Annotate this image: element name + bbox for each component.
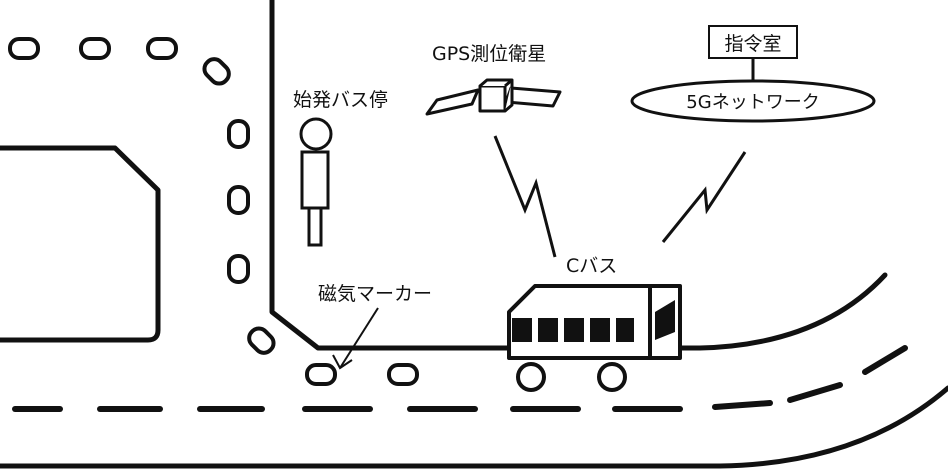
satellite-right-panel: [504, 86, 562, 108]
road-edge-lower: [0, 385, 948, 469]
wireless-signals: [493, 135, 747, 258]
bus-windows: [512, 300, 675, 342]
bus-rear-wheel: [597, 362, 627, 392]
network-signal-icon: [661, 151, 747, 243]
magnetic-marker: [227, 119, 250, 149]
satellite-body-side: [504, 80, 514, 113]
person-body: [300, 150, 330, 210]
magnetic-marker: [79, 37, 111, 60]
lane-dash: [862, 345, 908, 375]
bus-window: [590, 318, 610, 342]
network-label: 5Gネットワーク: [686, 92, 820, 113]
magnetic-marker: [146, 37, 178, 60]
command-room-box: 指令室: [708, 25, 798, 59]
network-ellipse: [630, 79, 876, 123]
marker-pointer: [332, 307, 379, 370]
person-legs: [307, 206, 323, 247]
bus-window: [512, 318, 532, 342]
marker-pointer-line: [339, 307, 379, 369]
person-icon: [299, 117, 333, 247]
satellite-signal-icon: [493, 135, 557, 258]
bus-window: [564, 318, 584, 342]
satellite-body-top: [479, 78, 514, 88]
bus-side-window: [655, 300, 675, 340]
bus-window: [616, 318, 634, 342]
satellite-icon: [425, 78, 562, 116]
lane-dash: [787, 382, 843, 403]
magnetic-marker: [8, 37, 40, 60]
bus-label: Cバス: [566, 255, 618, 277]
magnetic-marker: [247, 326, 276, 355]
magnetic-marker: [227, 254, 250, 284]
magnetic-marker-label: 磁気マーカー: [318, 283, 433, 305]
person-head: [299, 117, 333, 151]
marker-pointer-arrowhead: [332, 354, 353, 370]
lane-center-dashes: [12, 345, 908, 412]
road-edge-left-block: [0, 145, 161, 343]
magnetic-marker: [305, 363, 337, 386]
satellite-body: [478, 84, 507, 113]
magnetic-marker: [202, 57, 231, 86]
bus-icon: [507, 284, 682, 392]
satellite-label: GPS測位衛星: [432, 43, 547, 65]
satellite-left-panel: [425, 88, 480, 116]
bus-window: [538, 318, 558, 342]
magnetic-markers: [8, 37, 419, 386]
bus-stop-label: 始発バス停: [293, 89, 389, 111]
road-edge-upper: [269, 0, 888, 351]
magnetic-marker: [227, 185, 250, 215]
lane-dash: [712, 400, 773, 410]
magnetic-marker: [387, 363, 419, 386]
bus-front-wheel: [516, 362, 546, 392]
